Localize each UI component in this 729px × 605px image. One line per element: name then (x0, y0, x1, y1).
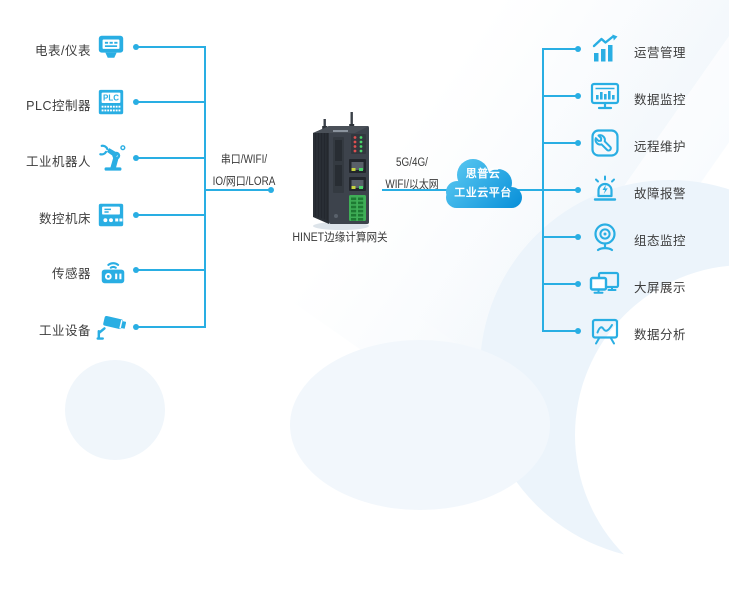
big-screen-display-icon (588, 267, 622, 301)
data-analysis-icon (588, 314, 622, 348)
connector-dot (575, 328, 581, 334)
protocol-line: WIFI/以太网 (385, 179, 439, 191)
cloud-name: 思普云 (465, 168, 501, 180)
diagram: 电表/仪表 PLC控制器 工业机器人 数控机床 传感器 工业设备 PLC (25, 32, 687, 348)
right-item-label: 组态监控 (634, 234, 687, 248)
left-item-label: PLC控制器 (26, 99, 91, 113)
connector-dot (268, 187, 274, 193)
cloud-platform (443, 153, 525, 215)
connector-dot (133, 99, 139, 105)
left-item-label: 传感器 (51, 267, 91, 281)
fault-alarm-icon (588, 173, 622, 207)
scada-monitoring-icon (588, 220, 622, 254)
connector-line (138, 269, 205, 271)
industrial-robot-icon (98, 143, 128, 173)
connector-line (138, 46, 205, 48)
connector-line (543, 142, 576, 144)
right-item-label: 数据监控 (634, 93, 687, 107)
right-item-label: 数据分析 (634, 328, 687, 342)
connector-dot (133, 267, 139, 273)
cloud-platform-name: 工业云平台 (454, 187, 512, 199)
connector-line (543, 189, 576, 191)
connector-dot (575, 140, 581, 146)
connector-dot (575, 281, 581, 287)
uplink-protocols: 5G/4G/ WIFI/以太网 (372, 152, 451, 196)
downlink-line (204, 189, 270, 191)
connector-line (543, 283, 576, 285)
connector-line (543, 48, 576, 50)
connector-dot (575, 93, 581, 99)
electric-meter-icon (96, 32, 126, 62)
cnc-machine-icon (96, 200, 126, 230)
gateway-device-image (302, 108, 380, 234)
connector-dot (133, 155, 139, 161)
connector-dot (133, 44, 139, 50)
right-item-label: 远程维护 (634, 140, 687, 154)
protocol-line: 5G/4G/ (396, 157, 428, 169)
connector-dot (133, 212, 139, 218)
protocol-line: IO/网口/LORA (212, 176, 276, 188)
data-monitoring-icon (588, 79, 622, 113)
protocol-line: 串口/WIFI/ (220, 154, 268, 166)
right-item-label: 大屏展示 (634, 281, 687, 295)
operation-management-icon (588, 32, 622, 66)
connector-dot (575, 234, 581, 240)
connector-line (543, 236, 576, 238)
left-item-label: 数控机床 (38, 212, 91, 226)
sensor-icon (98, 256, 128, 286)
connector-line (138, 101, 205, 103)
gateway-label: HINET边缘计算网关 (292, 232, 388, 244)
left-item-label: 工业机器人 (25, 155, 91, 169)
remote-maintenance-icon (588, 126, 622, 160)
left-item-label: 工业设备 (38, 324, 91, 338)
connector-line (138, 326, 205, 328)
connector-dot (575, 187, 581, 193)
connector-dot (575, 46, 581, 52)
left-bus-line (204, 46, 206, 328)
svg-text:PLC: PLC (103, 94, 119, 103)
connector-line (138, 157, 205, 159)
connector-dot (133, 324, 139, 330)
connector-line (138, 214, 205, 216)
industrial-equipment-icon (96, 312, 126, 342)
downlink-protocols: 串口/WIFI/ IO/网口/LORA (203, 149, 286, 193)
plc-controller-icon: PLC (96, 87, 126, 117)
left-item-label: 电表/仪表 (35, 44, 91, 58)
right-item-label: 运营管理 (634, 46, 687, 60)
connector-line (543, 95, 576, 97)
right-item-label: 故障报警 (634, 187, 687, 201)
connector-line (543, 330, 576, 332)
